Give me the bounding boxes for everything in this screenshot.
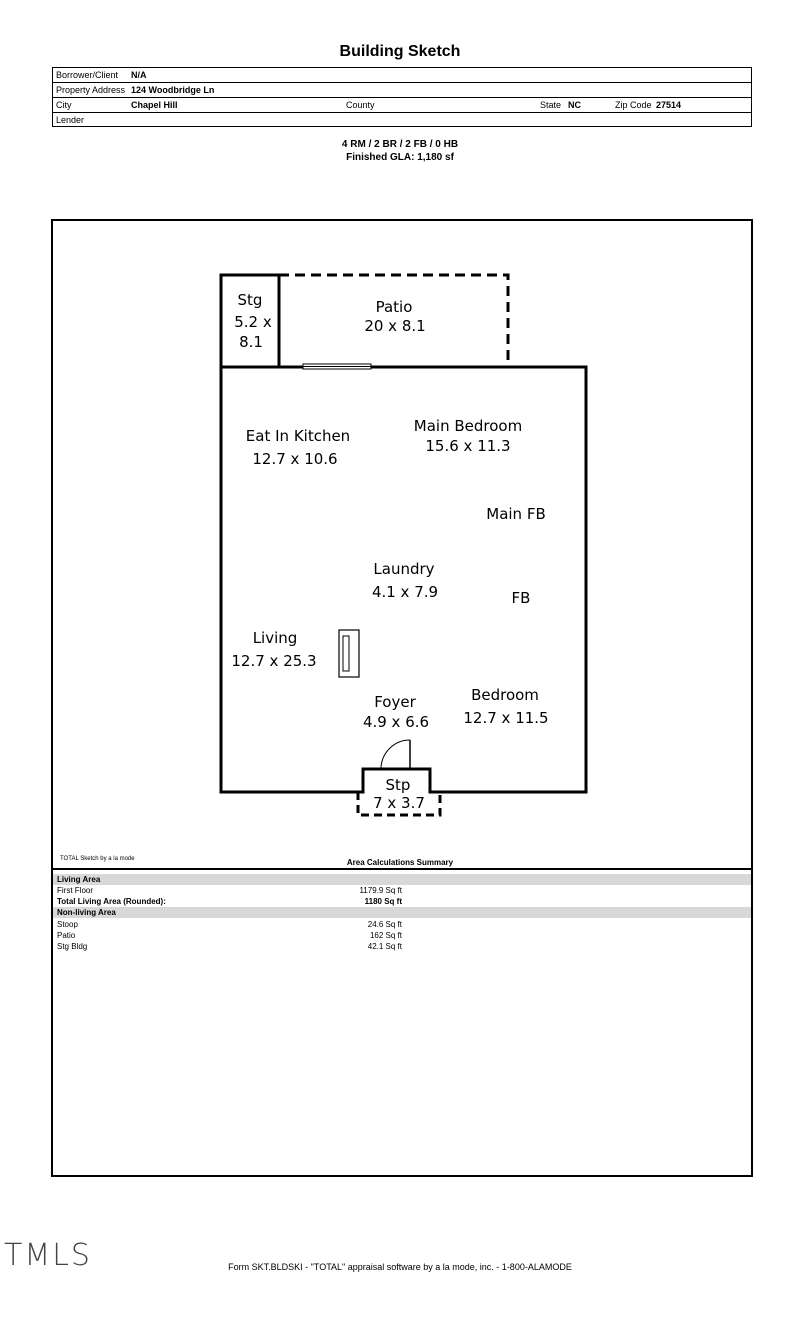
- finished-gla: Finished GLA: 1,180 sf: [346, 152, 454, 163]
- borrower-value: N/A: [131, 70, 147, 80]
- tmls-watermark: TMLS: [4, 1238, 92, 1273]
- address-value: 124 Woodbridge Ln: [131, 85, 215, 95]
- area-row-stoop: Stoop 24.6 Sq ft: [57, 920, 402, 929]
- stg-dim-b: 8.1: [239, 333, 263, 351]
- area-row-first-floor: First Floor 1179.9 Sq ft: [57, 886, 402, 895]
- fireplace-hearth: [342, 635, 350, 672]
- sketch-credit: TOTAL Sketch by a la mode: [60, 856, 135, 862]
- foyer-name: Foyer: [374, 693, 416, 711]
- living-area-header: Living Area: [53, 874, 751, 885]
- zip-value: 27514: [656, 100, 682, 110]
- room-summary: 4 RM / 2 BR / 2 FB / 0 HB Finished GLA: …: [0, 138, 800, 164]
- living-dim: 12.7 x 25.3: [231, 652, 316, 670]
- fb-name: FB: [512, 589, 531, 607]
- state-value: NC: [568, 100, 581, 110]
- front-door-swing: [380, 739, 411, 770]
- living-name: Living: [253, 629, 298, 647]
- laundry-dim: 4.1 x 7.9: [372, 583, 438, 601]
- info-row-address: Property Address 124 Woodbridge Ln: [53, 83, 751, 98]
- page-title: Building Sketch: [339, 43, 461, 60]
- floor-plan: Stg 5.2 x 8.1 Patio 20 x 8.1 Eat In Kitc…: [219, 273, 588, 817]
- patio-name: Patio: [376, 298, 413, 316]
- kitchen-dim: 12.7 x 10.6: [252, 450, 337, 468]
- stp-dim: 7 x 3.7: [373, 794, 425, 812]
- house-outline: [219, 365, 588, 794]
- foyer-dim: 4.9 x 6.6: [363, 713, 429, 731]
- main-fb-name: Main FB: [486, 505, 546, 523]
- county-label: County: [346, 100, 375, 110]
- zip-label: Zip Code: [615, 100, 652, 110]
- bedroom-dim: 12.7 x 11.5: [463, 709, 548, 727]
- sketch-frame: [51, 219, 753, 1177]
- property-info-table: Borrower/Client N/A Property Address 124…: [52, 67, 752, 127]
- area-summary-title: Area Calculations Summary: [346, 858, 454, 867]
- kitchen-name: Eat In Kitchen: [246, 427, 350, 445]
- patio-outline: [279, 273, 510, 367]
- info-row-lender: Lender: [53, 113, 751, 128]
- stg-name: Stg: [238, 291, 263, 309]
- lender-label: Lender: [56, 115, 85, 125]
- address-label: Property Address: [56, 85, 126, 95]
- area-separator: [51, 868, 753, 870]
- stp-name: Stp: [386, 776, 411, 794]
- area-row-stg: Stg Bldg 42.1 Sq ft: [57, 942, 402, 951]
- form-footer: Form SKT.BLDSKI - "TOTAL" appraisal soft…: [228, 1262, 572, 1272]
- borrower-label: Borrower/Client: [56, 70, 119, 80]
- area-row-patio: Patio 162 Sq ft: [57, 931, 402, 940]
- city-label: City: [56, 100, 72, 110]
- info-row-borrower: Borrower/Client N/A: [53, 68, 751, 83]
- laundry-name: Laundry: [373, 560, 434, 578]
- state-label: State: [540, 100, 562, 110]
- area-row-total: Total Living Area (Rounded): 1180 Sq ft: [57, 897, 402, 906]
- city-value: Chapel Hill: [131, 100, 178, 110]
- patio-dim: 20 x 8.1: [364, 317, 425, 335]
- stg-dim-a: 5.2 x: [234, 313, 272, 331]
- info-row-city: City Chapel Hill County State NC Zip Cod…: [53, 98, 751, 113]
- main-bedroom-dim: 15.6 x 11.3: [425, 437, 510, 455]
- room-count: 4 RM / 2 BR / 2 FB / 0 HB: [341, 139, 459, 150]
- bedroom-name: Bedroom: [471, 686, 539, 704]
- main-bedroom-name: Main Bedroom: [414, 417, 522, 435]
- nonliving-area-header: Non-living Area: [53, 907, 751, 918]
